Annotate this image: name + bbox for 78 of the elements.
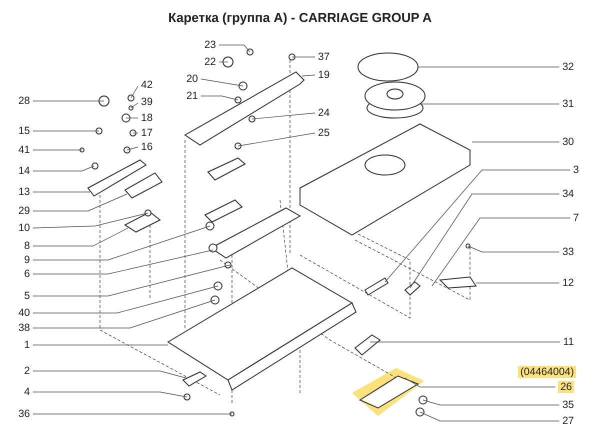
callout-number: 37 (318, 51, 330, 63)
leader-line (218, 44, 250, 52)
callout-number: 1 (24, 339, 30, 351)
callout-number: 17 (141, 127, 153, 139)
leader-line (200, 96, 238, 100)
leader-line (130, 86, 138, 98)
callout-number: 19 (318, 69, 330, 81)
callout-number: 9 (24, 254, 30, 266)
leader-line (32, 344, 168, 346)
callout-number: 35 (562, 399, 574, 411)
callout-number: 26 (558, 381, 574, 393)
callout-number: 33 (562, 246, 574, 258)
leader-line (418, 66, 560, 68)
leader-line (32, 250, 214, 274)
callout-number: 16 (141, 141, 153, 153)
callout-number: 12 (562, 277, 574, 289)
title: Каретка (группа A) - CARRIAGE GROUP A (167, 10, 433, 25)
callout-number: 7 (573, 212, 579, 224)
callout-number: 30 (562, 136, 574, 148)
callout-number: 36 (18, 408, 30, 420)
leader-line (32, 166, 94, 172)
leader-line (32, 100, 104, 102)
leader-line (32, 286, 218, 314)
leader-line (252, 112, 316, 120)
callout-number: 40 (18, 307, 30, 319)
leader-line (32, 392, 188, 398)
leader-line (132, 132, 138, 134)
callout-number: 38 (18, 322, 30, 334)
callout-number: 2 (24, 365, 30, 377)
callout-number: 24 (318, 107, 330, 119)
callout-number: 10 (18, 222, 30, 234)
callout-number: 14 (18, 165, 30, 177)
leader-line (420, 412, 560, 422)
leader-line (404, 378, 556, 388)
leader-line (422, 400, 560, 406)
callout-number: 23 (204, 39, 216, 51)
leader-line (200, 78, 244, 86)
leader-line (468, 246, 560, 252)
callout-number: 4 (24, 386, 30, 398)
callout-number: 22 (204, 56, 216, 68)
callout-number: 11 (563, 336, 574, 348)
part-number: (04464004) (518, 366, 576, 378)
callout-number: 31 (562, 98, 574, 110)
callout-number: 41 (18, 144, 30, 156)
callout-number: 28 (18, 95, 30, 107)
leader-line (32, 226, 210, 260)
callout-number: 25 (318, 127, 330, 139)
leader-line (32, 130, 100, 132)
leader-line (302, 74, 316, 76)
callout-number: 6 (24, 268, 30, 280)
callout-number: 5 (24, 290, 30, 302)
leader-line (476, 282, 560, 284)
callout-number: 21 (186, 90, 198, 102)
callout-number: 42 (141, 79, 153, 91)
leader-line (32, 194, 128, 212)
callout-number: 34 (562, 188, 574, 200)
leader-line (384, 170, 570, 282)
callout-number: 27 (562, 415, 574, 427)
callout-number: 15 (18, 125, 30, 137)
leader-line (126, 146, 138, 150)
leader-line (32, 228, 128, 246)
leader-line (410, 194, 560, 288)
leader-line (32, 370, 186, 378)
leader-line (238, 132, 316, 146)
leader-line (432, 218, 570, 286)
leader-line (32, 300, 216, 328)
leader-line (130, 102, 138, 108)
callout-number: 18 (141, 112, 153, 124)
leader-line (32, 264, 230, 296)
callout-number: 39 (141, 96, 153, 108)
callout-number: 20 (186, 73, 198, 85)
callout-number: 29 (18, 205, 30, 217)
leader-line (292, 56, 316, 58)
leader-line (32, 212, 148, 228)
callout-number: 32 (562, 61, 574, 73)
callout-number: 3 (573, 164, 579, 176)
callout-number: 8 (24, 240, 30, 252)
callout-number: 13 (18, 186, 30, 198)
